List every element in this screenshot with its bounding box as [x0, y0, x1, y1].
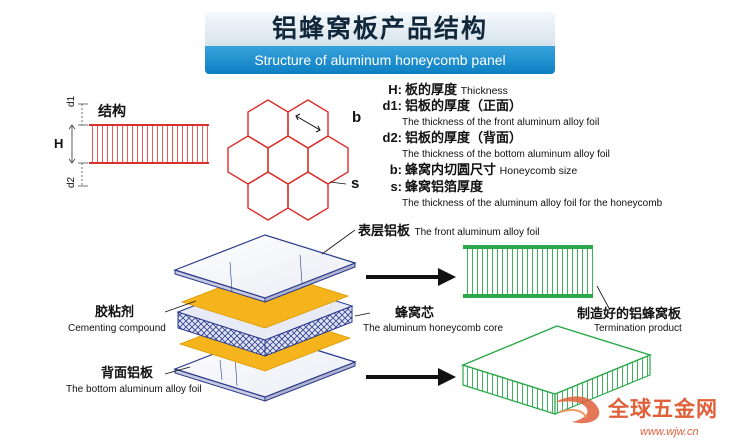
title-banner: 铝蜂窝板产品结构 Structure of aluminum honeycomb… [205, 12, 555, 74]
process-arrows [366, 268, 456, 386]
dim-h-label: H [54, 136, 64, 151]
page-title: 铝蜂窝板产品结构 [271, 15, 488, 43]
product-label-cn: 制造好的铝蜂窝板 [577, 306, 682, 321]
front-plate [173, 234, 357, 299]
watermark-logo [555, 396, 600, 424]
dim-b-label: b [352, 109, 362, 126]
bottom-plate-label-cn: 背面铝板 [101, 365, 154, 380]
watermark-url: www.wjw.cn [640, 426, 699, 438]
legend-d1-en: The thickness of the front aluminum allo… [402, 117, 600, 128]
cross-section [68, 103, 209, 187]
core-label-cn: 蜂窝芯 [395, 305, 435, 320]
legend-key-d2: d2: [382, 130, 403, 145]
legend-d1-cn: 铝板的厚度（正面） [405, 98, 523, 113]
legend-d2-cn: 铝板的厚度（背面） [405, 130, 523, 145]
front-plate-leader [321, 229, 356, 255]
legend-key-h: H: [388, 82, 402, 97]
glue-label-en: Cementing compound [68, 323, 166, 334]
glue-label-cn: 胶粘剂 [95, 304, 135, 319]
core-leader [354, 312, 371, 317]
legend-d2-en: The thickness of the bottom aluminum all… [402, 149, 610, 160]
front-plate-cn: 表层铝板 [358, 223, 411, 238]
core-label-en: The aluminum honeycomb core [363, 323, 504, 334]
bottom-plate-label-en: The bottom aluminum alloy foil [66, 384, 202, 395]
bottom-plate-leader [164, 366, 191, 375]
legend-s-en: The thickness of the aluminum alloy foil… [402, 198, 663, 209]
honeycomb-cells [227, 99, 349, 221]
structure-label: 结构 [98, 103, 126, 119]
s-pointer-line [329, 181, 347, 185]
green-cross-section [463, 245, 593, 298]
watermark-text: 全球五金网 [608, 398, 718, 421]
legend-h-cn: 板的厚度 [405, 82, 458, 97]
b-dimension-arrow [295, 115, 321, 131]
front-plate-label: 表层铝板 The front aluminum alloy foil [358, 222, 540, 240]
legend-h: 板的厚度 Thickness [405, 82, 508, 99]
legend-b-cn: 蜂窝内切圆尺寸 [405, 162, 497, 177]
legend-key-b: b: [389, 162, 402, 177]
exploded-assembly [173, 234, 357, 402]
banner-bottom [205, 46, 555, 74]
legend-h-en: Thickness [460, 85, 508, 97]
dim-s-label: s [351, 175, 360, 192]
front-plate-en: The front aluminum alloy foil [414, 227, 540, 238]
legend-key-s: s: [390, 179, 402, 194]
cross-section-core [89, 125, 209, 163]
glue-leader [164, 300, 197, 313]
legend-b-en: Honeycomb size [499, 165, 578, 177]
product-label-en: Termination product [594, 323, 682, 334]
page-subtitle: Structure of aluminum honeycomb panel [254, 52, 506, 68]
product-leader [596, 285, 611, 311]
legend-key-d1: d1: [382, 98, 403, 113]
finished-panel-top-face [460, 325, 653, 395]
dim-d2-label: d2 [66, 176, 77, 188]
dim-d1-label: d1 [66, 95, 77, 107]
legend-b: 蜂窝内切圆尺寸 Honeycomb size [405, 162, 577, 179]
banner-top [205, 12, 555, 46]
legend-s-cn: 蜂窝铝箔厚度 [405, 179, 484, 194]
